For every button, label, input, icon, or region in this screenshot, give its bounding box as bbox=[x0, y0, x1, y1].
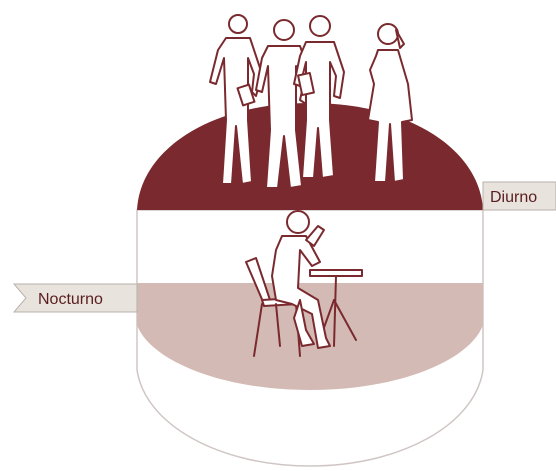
day-label: Diurno bbox=[490, 189, 537, 206]
group-of-people-standing-icon bbox=[210, 15, 412, 188]
night-label: Nocturno bbox=[38, 291, 103, 308]
night-label-tag: Nocturno bbox=[14, 284, 137, 312]
day-label-tag: Diurno bbox=[483, 182, 556, 210]
